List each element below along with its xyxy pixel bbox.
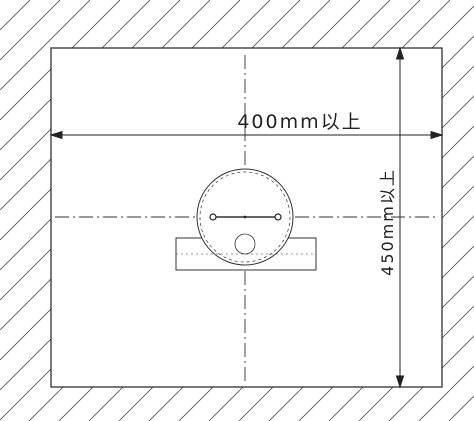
mounting-hole-right — [274, 213, 282, 221]
height-dimension-label: 450mm以上 — [378, 168, 397, 276]
mounting-hole-left — [209, 213, 217, 221]
width-dimension-label: 400mm以上 — [237, 111, 362, 133]
width-dimension — [49, 130, 444, 140]
fixture-lower-ring — [234, 233, 256, 255]
height-dimension — [395, 46, 405, 389]
fixture-inner-circle — [199, 171, 291, 263]
center-mark — [243, 215, 247, 219]
